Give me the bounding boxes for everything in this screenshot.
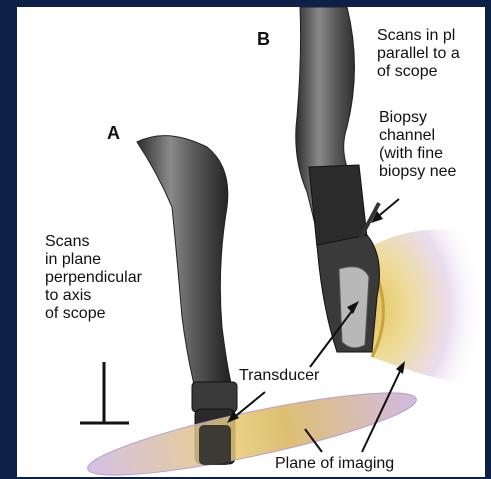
figure-frame: B A Scans in pl parallel to a of scope B… [17,7,485,477]
panel-label-b: B [257,29,270,50]
scope-a-shaft [137,136,232,397]
label-transducer: Transducer [239,367,319,385]
scope-a-collar [192,382,237,412]
scope-b-body [309,165,367,247]
label-biopsy-channel: Biopsy channel (with fine biopsy nee [379,109,456,181]
scope-a-tip-front [199,425,231,465]
label-scans-perpendicular: Scans in plane perpendicular to axis of … [45,233,142,323]
imaging-fan [362,230,485,388]
label-plane-of-imaging: Plane of imaging [275,455,394,473]
panel-label-a: A [107,123,120,144]
label-scans-parallel: Scans in pl parallel to a of scope [377,27,460,81]
